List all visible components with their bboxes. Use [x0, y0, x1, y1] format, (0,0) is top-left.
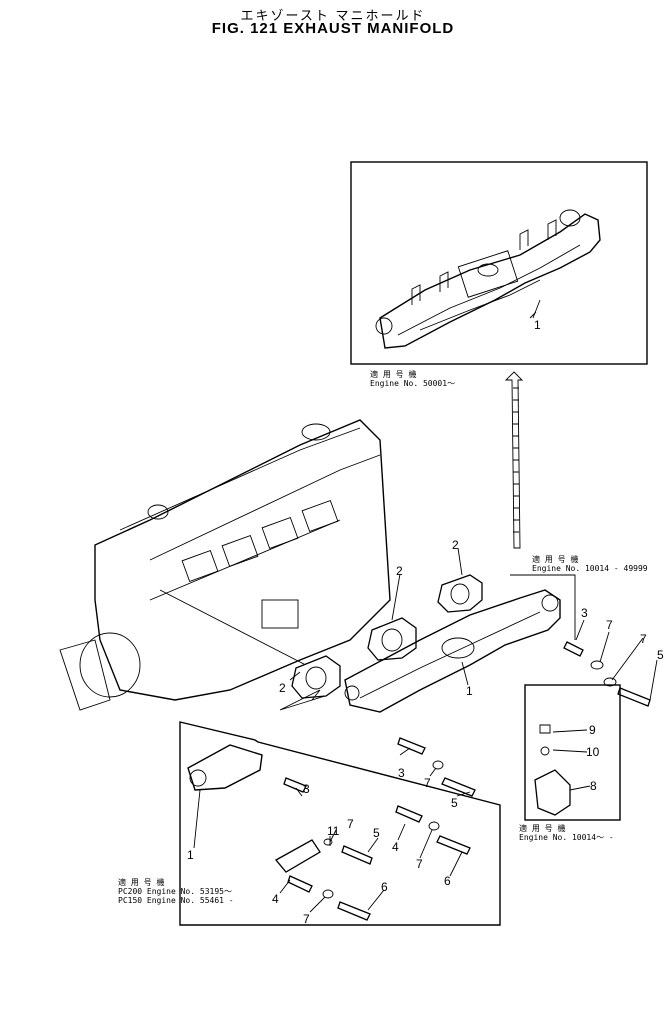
callout-9: 9 — [589, 723, 596, 737]
callout-1: 1 — [187, 848, 194, 862]
callout-5: 5 — [451, 796, 458, 810]
inset-manifold-drawing — [375, 209, 601, 349]
callout-7: 7 — [347, 817, 354, 831]
callout-8: 8 — [590, 779, 597, 793]
callout-6: 6 — [381, 880, 388, 894]
lower-variant-drawing — [187, 744, 373, 921]
lower-applicability-note: 適 用 号 機 PC200 Engine No. 53195～ PC150 En… — [118, 878, 234, 905]
callout-5: 5 — [657, 648, 664, 662]
callout-10: 10 — [586, 745, 600, 759]
bracket-applicability-note: 適 用 号 機 Engine No. 10014～ - — [519, 824, 614, 842]
callout-3: 3 — [303, 782, 310, 796]
callout-7: 7 — [606, 618, 613, 632]
callout-2: 2 — [452, 538, 459, 552]
callout-11: 11 — [327, 824, 340, 838]
callout-2: 2 — [396, 564, 403, 578]
callout-3: 3 — [581, 606, 588, 620]
callout-4: 4 — [272, 892, 279, 906]
callout-1: 1 — [534, 318, 541, 332]
inset-frame — [350, 161, 648, 365]
callout-5: 5 — [373, 826, 380, 840]
callout-7: 7 — [416, 857, 423, 871]
upward-arrow — [504, 371, 524, 549]
callout-1: 1 — [466, 684, 473, 698]
bracket-drawing — [534, 724, 571, 816]
callout-7: 7 — [303, 912, 310, 926]
main-applicability-note: 適 用 号 機 Engine No. 10014 - 49999 — [532, 555, 648, 573]
callout-3: 3 — [398, 766, 405, 780]
gaskets-drawing — [291, 574, 483, 699]
callout-2: 2 — [279, 681, 286, 695]
fasteners-drawing — [279, 641, 651, 855]
callout-7: 7 — [640, 632, 647, 646]
leader-lines — [193, 311, 658, 913]
title-japanese: エキゾースト マニホールド — [240, 8, 426, 23]
callout-4: 4 — [392, 840, 399, 854]
callout-7: 7 — [424, 776, 431, 790]
lower-variant-frame — [179, 721, 501, 926]
inset-applicability-note: 適 用 号 機 Engine No. 50001～ — [370, 370, 456, 388]
main-manifold-drawing — [344, 574, 576, 713]
callout-6: 6 — [444, 874, 451, 888]
title-english: FIG. 121 EXHAUST MANIFOLD — [211, 20, 455, 37]
engine-block-drawing — [59, 419, 391, 711]
bracket-frame — [524, 684, 621, 821]
